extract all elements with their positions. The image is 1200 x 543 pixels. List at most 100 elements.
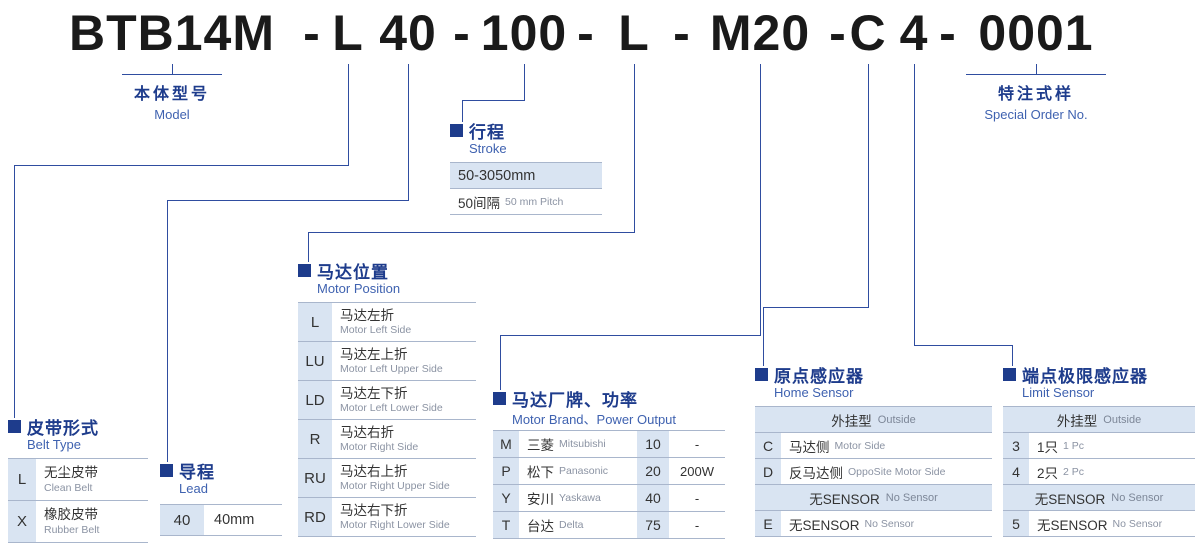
- special-order-callout-zh: 特注式样: [997, 86, 1074, 103]
- brand-name-en: Panasonic: [559, 465, 609, 477]
- brand-name-zh: 安川: [527, 492, 554, 507]
- connector-line: [868, 64, 869, 307]
- table-row: P 松下 Panasonic 20 200W: [493, 458, 725, 485]
- table-row: 50间隔 50 mm Pitch: [450, 189, 602, 215]
- row-label-en: Clean Belt: [44, 481, 93, 494]
- connector-line: [14, 165, 15, 418]
- lead-value: 40mm: [214, 512, 255, 528]
- stroke-title-zh: 行程: [469, 122, 505, 142]
- code-cell: P: [493, 458, 519, 484]
- connector-line: [760, 64, 761, 335]
- group-label-en: No Sensor: [885, 491, 938, 504]
- table-row: M 三菱 Mitsubishi 10 -: [493, 431, 725, 458]
- table-row: L 无尘皮带 Clean Belt: [8, 459, 148, 501]
- row-label-en: 2 Pc: [1063, 465, 1085, 478]
- special-order-callout: 特注式样 Special Order No.: [946, 80, 1126, 122]
- code-cell: 3: [1003, 433, 1029, 458]
- row-label-zh: 马达右下折: [340, 502, 408, 518]
- connector-line: [914, 64, 915, 345]
- section-bullet-icon: [450, 123, 463, 137]
- code-cell: M: [493, 431, 519, 457]
- code-cell: E: [755, 511, 781, 536]
- table-row: LD 马达左下折 Motor Left Lower Side: [298, 381, 476, 420]
- group-label-zh: 无SENSOR: [1034, 491, 1106, 507]
- row-label-zh: 马达左折: [340, 307, 394, 323]
- code-cell: 40: [160, 505, 204, 535]
- power-code-cell: 20: [637, 458, 669, 484]
- connector-line: [914, 345, 1013, 346]
- group-label-zh: 外挂型: [1056, 413, 1098, 429]
- table-row: E 无SENSOR No Sensor: [755, 511, 992, 537]
- connector-line: [167, 200, 409, 201]
- section-bullet-icon: [1003, 367, 1016, 381]
- code-cell: LD: [298, 381, 332, 419]
- code-cell: X: [8, 501, 36, 542]
- belt-type-title-zh: 皮带形式: [27, 418, 99, 438]
- row-label-en: Motor Right Side: [340, 441, 419, 454]
- table-row: 40 40mm: [160, 505, 282, 536]
- model-code-part: C: [849, 5, 887, 61]
- model-code-part: BTB14M: [68, 5, 276, 61]
- section-bullet-icon: [755, 367, 768, 381]
- power-value: -: [694, 517, 700, 533]
- model-callout-zh: 本体型号: [133, 86, 210, 103]
- connector-line: [172, 64, 173, 74]
- belt-type-section: 皮带形式 Belt Type L 无尘皮带 Clean Belt X 橡胶皮带 …: [8, 416, 148, 543]
- row-label-en: No Sensor: [864, 517, 915, 530]
- model-code-part: 40: [379, 5, 437, 61]
- row-label-zh: 无尘皮带: [44, 465, 98, 481]
- brand-name-en: Delta: [559, 519, 584, 531]
- row-label-en: Motor Side: [834, 439, 886, 452]
- power-value: -: [694, 490, 700, 506]
- code-cell: D: [755, 459, 781, 484]
- stroke-title-en: Stroke: [469, 141, 507, 156]
- lead-title-zh: 导程: [179, 462, 215, 482]
- row-label-en: Motor Left Side: [340, 324, 412, 337]
- row-label-zh: 橡胶皮带: [44, 507, 98, 523]
- connector-line: [1036, 64, 1037, 74]
- limit-sensor-section: 端点极限感应器 Limit Sensor 外挂型 Outside 3 1只 1 …: [1003, 364, 1195, 537]
- model-callout-en: Model: [154, 107, 190, 122]
- group-header-row: 外挂型 Outside: [1003, 407, 1195, 433]
- brand-name-zh: 松下: [527, 465, 554, 480]
- table-row: 3 1只 1 Pc: [1003, 433, 1195, 459]
- row-label-zh: 马达左下折: [340, 385, 408, 401]
- table-row: C 马达侧 Motor Side: [755, 433, 992, 459]
- home-sensor-title-en: Home Sensor: [774, 385, 854, 400]
- limit-sensor-table: 外挂型 Outside 3 1只 1 Pc 4 2只 2 Pc 无SENSOR …: [1003, 406, 1195, 537]
- table-row: RD 马达右下折 Motor Right Lower Side: [298, 498, 476, 537]
- connector-line: [763, 307, 869, 308]
- model-code-part: -: [453, 5, 471, 61]
- limit-sensor-title-en: Limit Sensor: [1022, 385, 1095, 400]
- power-value: 200W: [680, 463, 714, 479]
- lead-table: 40 40mm: [160, 504, 282, 536]
- code-cell: C: [755, 433, 781, 458]
- model-code-part: L: [332, 5, 364, 61]
- connector-line: [408, 64, 409, 200]
- power-value: -: [694, 436, 700, 452]
- row-label-zh: 1只: [1037, 439, 1059, 455]
- connector-line: [462, 100, 525, 101]
- row-label-zh: 马达左上折: [340, 346, 408, 362]
- model-code-part: 100: [480, 5, 568, 61]
- group-header-row: 无SENSOR No Sensor: [755, 485, 992, 511]
- section-bullet-icon: [298, 263, 311, 277]
- group-header-row: 外挂型 Outside: [755, 407, 992, 433]
- stroke-section: 行程 Stroke 50-3050mm 50间隔 50 mm Pitch: [450, 120, 602, 215]
- table-row: R 马达右折 Motor Right Side: [298, 420, 476, 459]
- connector-line: [500, 335, 501, 390]
- brand-name-en: Mitsubishi: [559, 438, 606, 450]
- connector-line: [524, 64, 525, 100]
- table-row: LU 马达左上折 Motor Left Upper Side: [298, 342, 476, 381]
- table-row: X 橡胶皮带 Rubber Belt: [8, 501, 148, 543]
- table-row: L 马达左折 Motor Left Side: [298, 303, 476, 342]
- code-cell: RU: [298, 459, 332, 497]
- model-code-part: 4: [899, 5, 929, 61]
- connector-line: [308, 232, 635, 233]
- motor-brand-section: 马达厂牌、功率 Motor Brand、Power Output M 三菱 Mi…: [493, 388, 725, 539]
- model-callout: 本体型号 Model: [110, 80, 234, 122]
- row-label-zh: 2只: [1037, 465, 1059, 481]
- row-label-zh: 无SENSOR: [1037, 517, 1108, 533]
- connector-line: [634, 64, 635, 232]
- model-code-part: -: [939, 5, 957, 61]
